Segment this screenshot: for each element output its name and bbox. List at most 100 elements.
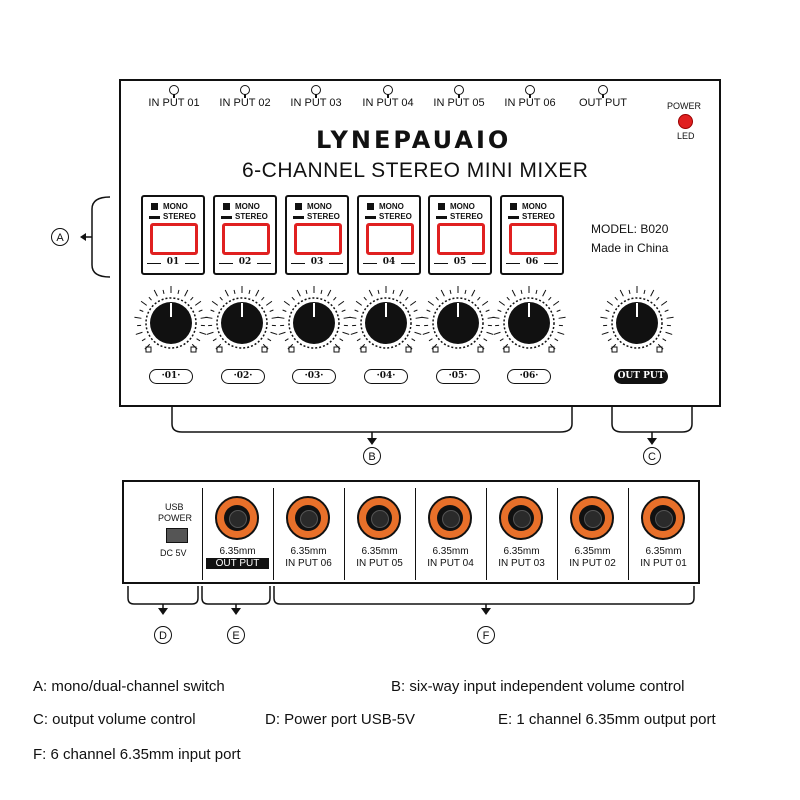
knob-tick	[184, 289, 189, 297]
knob-tick	[337, 300, 345, 306]
brand-logo: LYNEPAUAIO	[316, 126, 512, 154]
knob-tick	[427, 300, 435, 306]
jack-name-label: OUT PUT	[206, 558, 269, 569]
knob-tick	[650, 289, 655, 297]
knob-tick	[506, 296, 510, 301]
jack-hole	[229, 510, 247, 528]
knob-tick	[269, 309, 274, 312]
knob-tick	[355, 300, 363, 306]
stereo-label: STEREO	[307, 212, 340, 221]
knob-tick	[198, 309, 203, 312]
jack-inner	[579, 505, 605, 531]
stereo-label: STEREO	[450, 212, 483, 221]
mono-label: MONO	[307, 202, 332, 211]
stereo-icon	[436, 216, 447, 219]
knob-tick	[535, 289, 538, 294]
knob-tick	[481, 300, 489, 306]
volume-knob[interactable]	[221, 302, 263, 344]
knob-tick	[542, 289, 547, 297]
knob-tick	[664, 309, 669, 312]
input-jack-icon[interactable]	[570, 496, 614, 540]
stereo-icon	[508, 216, 519, 219]
knob-tick	[413, 309, 418, 312]
plus-icon	[333, 346, 340, 353]
volume-knob[interactable]	[150, 302, 192, 344]
divider	[185, 263, 199, 264]
knob-tick	[409, 300, 417, 306]
jack-size-label: 6.35mm	[361, 546, 398, 557]
brackets-bc	[171, 406, 693, 445]
volume-knob[interactable]	[437, 302, 479, 344]
jack-stem	[173, 94, 175, 98]
input-jack-icon[interactable]	[641, 496, 685, 540]
switch-button[interactable]	[150, 223, 198, 255]
knob-tick	[377, 289, 380, 294]
knob-tick	[265, 300, 273, 306]
knob-tick	[139, 309, 144, 312]
switch-button[interactable]	[366, 223, 414, 255]
stereo-icon	[293, 216, 304, 219]
input-jack-icon[interactable]	[499, 496, 543, 540]
legend-e: E: 1 channel 6.35mm output port	[498, 711, 716, 728]
knob-tick	[511, 289, 516, 297]
input-jack-icon[interactable]	[286, 496, 330, 540]
volume-knob[interactable]	[293, 302, 335, 344]
divider	[363, 263, 377, 264]
volume-knob[interactable]	[616, 302, 658, 344]
volume-knob[interactable]	[365, 302, 407, 344]
volume-knob[interactable]	[508, 302, 550, 344]
knob-tick	[392, 289, 395, 294]
knob-tick	[354, 309, 359, 312]
knob-tick	[278, 331, 286, 335]
input-jack-icon[interactable]	[428, 496, 472, 540]
knob-tick	[206, 331, 214, 335]
divider	[544, 263, 558, 264]
knob-tick	[341, 309, 346, 312]
knob-tick	[605, 309, 610, 312]
jack-size-label: 6.35mm	[432, 546, 469, 557]
output-jack-icon[interactable]	[215, 496, 259, 540]
minus-icon	[503, 346, 510, 353]
input-jack-icon[interactable]	[357, 496, 401, 540]
led-label: LED	[677, 131, 695, 141]
switch-button[interactable]	[437, 223, 485, 255]
jack-size-label: 6.35mm	[574, 546, 611, 557]
knob-tick	[520, 289, 523, 294]
knob-tick	[356, 338, 361, 342]
port-label: IN PUT 04	[362, 97, 414, 109]
knob-tick	[196, 338, 201, 342]
legend-f: F: 6 channel 6.35mm input port	[33, 746, 241, 763]
bracket-a	[80, 196, 111, 278]
knob-tick	[426, 309, 431, 312]
knob-tick	[248, 289, 251, 294]
power-led-icon	[678, 114, 693, 129]
usb-port-icon[interactable]	[166, 528, 188, 543]
knob-tick	[628, 289, 631, 294]
switch-button[interactable]	[509, 223, 557, 255]
callout-c: C	[643, 447, 661, 465]
knob-tick	[499, 338, 504, 342]
plus-icon	[405, 346, 412, 353]
knob-tick	[548, 296, 552, 301]
knob-tick	[282, 309, 287, 312]
knob-tick	[619, 289, 624, 297]
jack-name-label: IN PUT 01	[640, 558, 687, 569]
knob-tag: ·04·	[364, 369, 408, 384]
switch-button[interactable]	[294, 223, 342, 255]
jack-size-label: 6.35mm	[645, 546, 682, 557]
knob-tick	[141, 338, 146, 342]
panel-divider	[557, 488, 558, 580]
mono-icon	[295, 203, 302, 210]
switch-button[interactable]	[222, 223, 270, 255]
jack-name-label: IN PUT 06	[285, 558, 332, 569]
output-knob-tag: OUT PUT	[614, 369, 668, 384]
knob-tick	[271, 316, 279, 319]
